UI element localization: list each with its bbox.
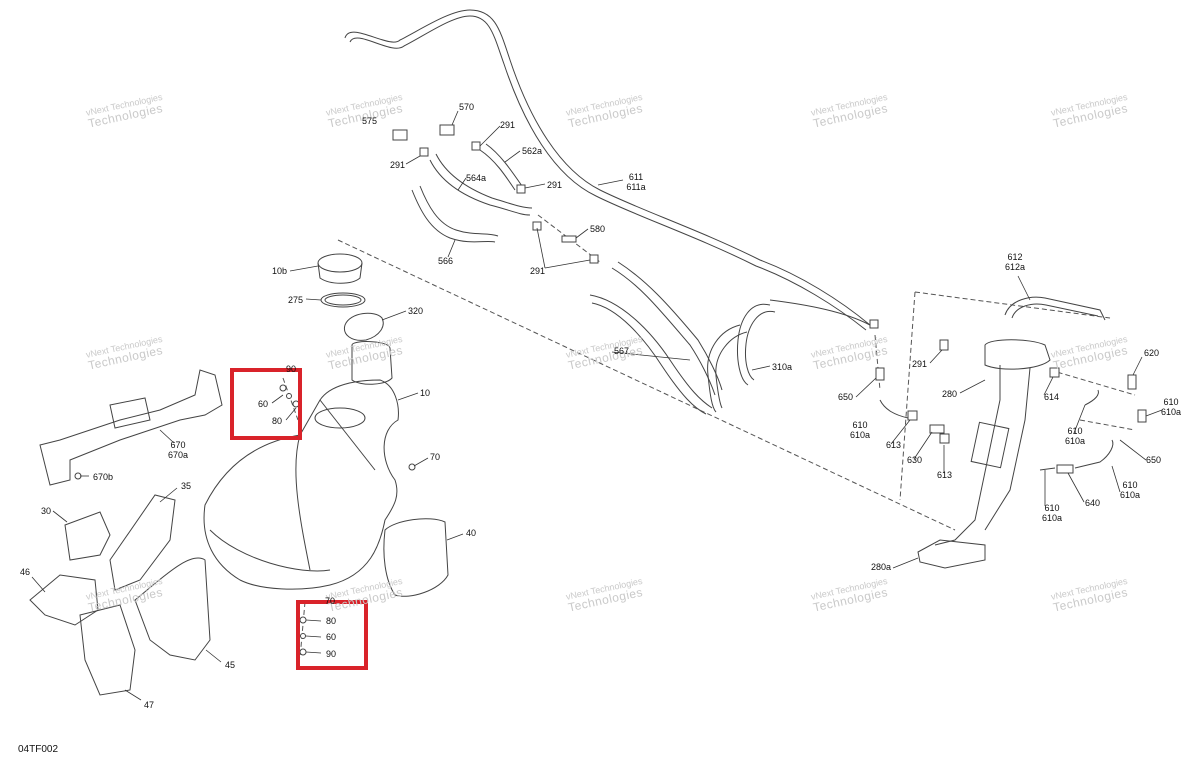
fitting-640 [1056, 464, 1074, 474]
callout-70: 70 [430, 452, 441, 462]
callout-650: 650 [838, 392, 854, 402]
fuel-cap-320 [343, 312, 384, 341]
callout-291: 291 [530, 266, 546, 276]
pickup-280a [917, 539, 986, 569]
highlight-box-top [230, 368, 302, 440]
callout-35: 35 [181, 481, 192, 491]
clamp-291 [419, 147, 429, 157]
callout-46: 46 [20, 567, 31, 577]
callout-10b: 10b [272, 266, 288, 276]
fitting-613 [907, 410, 918, 421]
callout-90-top: 90 [286, 364, 297, 374]
shield-30 [64, 511, 111, 561]
callout-291: 291 [547, 180, 563, 190]
callout-45: 45 [225, 660, 236, 670]
callout-566: 566 [438, 256, 454, 266]
vent-hose-611 [344, 9, 871, 326]
callout-640: 640 [1085, 498, 1101, 508]
callout-630: 630 [907, 455, 923, 465]
callout-280: 280 [942, 389, 958, 399]
callout-30: 30 [41, 506, 52, 516]
figure-id: 04TF002 [18, 744, 59, 755]
fitting-620 [1127, 374, 1137, 390]
hose-567 [589, 294, 713, 409]
fitting-580 [561, 235, 577, 243]
fitting-614 [1049, 367, 1060, 378]
callout-70-bottom: 70 [325, 596, 336, 606]
callout-580: 580 [590, 224, 606, 234]
callout-291: 291 [500, 120, 516, 130]
fuel-tank-10 [203, 379, 399, 590]
callout-320: 320 [408, 306, 424, 316]
filler-ring-10b [317, 253, 363, 273]
fitting-575 [392, 129, 408, 141]
shield-47 [79, 604, 136, 696]
callout-280a: 280a [871, 562, 892, 572]
shield-35 [109, 494, 176, 591]
shield-45 [134, 557, 211, 661]
bolt-70 [408, 463, 416, 471]
callout-620: 620 [1144, 348, 1160, 358]
callout-562a: 562a [522, 146, 543, 156]
callout-567: 567 [614, 346, 630, 356]
callout-80-bottom: 80 [326, 616, 337, 626]
callout-291: 291 [912, 359, 928, 369]
hose-562a [479, 149, 516, 191]
callout-670b: 670b [93, 472, 114, 482]
callout-275: 275 [288, 295, 304, 305]
callout-40: 40 [466, 528, 477, 538]
callout-47: 47 [144, 700, 155, 710]
callout-310a: 310a [772, 362, 793, 372]
shield-40 [383, 518, 449, 597]
callout-60-bottom: 60 [326, 632, 337, 642]
callout-60-top: 60 [258, 399, 269, 409]
bracket-670 [39, 369, 223, 486]
callout-613: 613 [886, 440, 902, 450]
callout-614: 614 [1044, 392, 1060, 402]
callout-291: 291 [390, 160, 406, 170]
callout-575: 575 [362, 116, 378, 126]
callout-650: 650 [1146, 455, 1162, 465]
callout-613: 613 [937, 470, 953, 480]
callout-80-top: 80 [272, 416, 283, 426]
hose-310a [737, 303, 771, 386]
callout-564a: 564a [466, 173, 487, 183]
fuel-pump-280 [984, 339, 1051, 370]
hose-566 [411, 189, 496, 243]
callout-570: 570 [459, 102, 475, 112]
fitting-570 [439, 124, 455, 136]
callout-90-bottom: 90 [326, 649, 337, 659]
highlight-box-bottom [296, 600, 368, 670]
fitting-630 [929, 424, 945, 434]
callout-10: 10 [420, 388, 431, 398]
hose-564a [429, 159, 531, 216]
